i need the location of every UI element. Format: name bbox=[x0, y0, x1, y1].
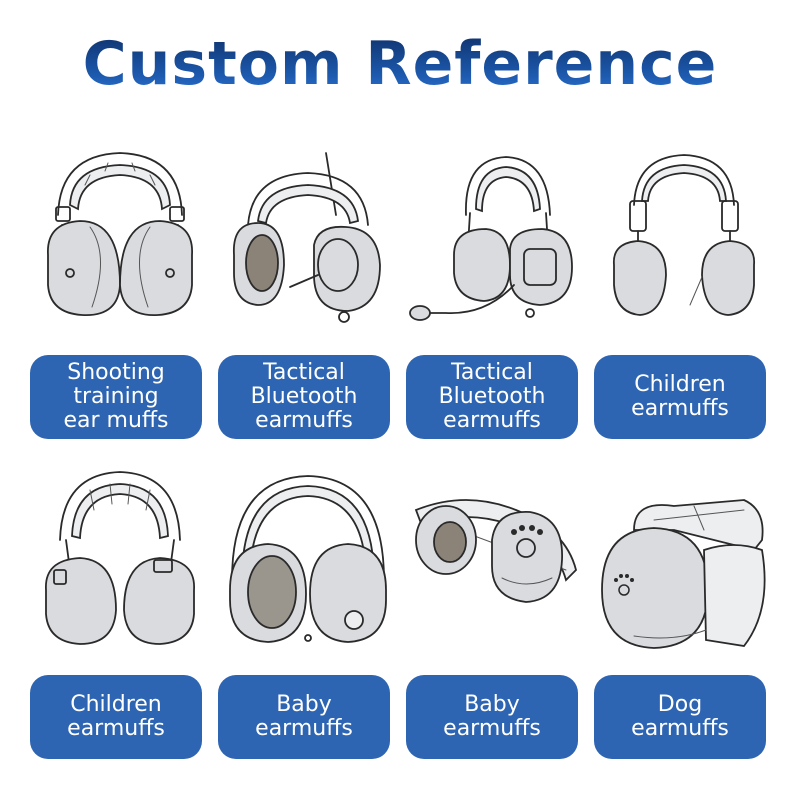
baby-headphone-earmuff-icon bbox=[218, 470, 398, 660]
product-label: Baby earmuffs bbox=[406, 675, 578, 759]
dog-earmuff-icon bbox=[594, 470, 774, 660]
shooting-earmuff-icon bbox=[30, 145, 210, 335]
children-earmuff-icon bbox=[594, 145, 774, 335]
product-label: Shooting training ear muffs bbox=[30, 355, 202, 439]
product-label: Tactical Bluetooth earmuffs bbox=[406, 355, 578, 439]
product-label: Children earmuffs bbox=[30, 675, 202, 759]
product-label: Dog earmuffs bbox=[594, 675, 766, 759]
children-padded-earmuff-icon bbox=[30, 470, 210, 660]
product-label: Children earmuffs bbox=[594, 355, 766, 439]
product-label: Baby earmuffs bbox=[218, 675, 390, 759]
baby-band-earmuff-icon bbox=[406, 470, 586, 660]
product-label: Tactical Bluetooth earmuffs bbox=[218, 355, 390, 439]
page-title: Custom Reference bbox=[0, 24, 800, 104]
tactical-headset-with-mic-icon bbox=[406, 145, 586, 335]
tactical-bluetooth-earmuff-icon bbox=[218, 145, 398, 335]
